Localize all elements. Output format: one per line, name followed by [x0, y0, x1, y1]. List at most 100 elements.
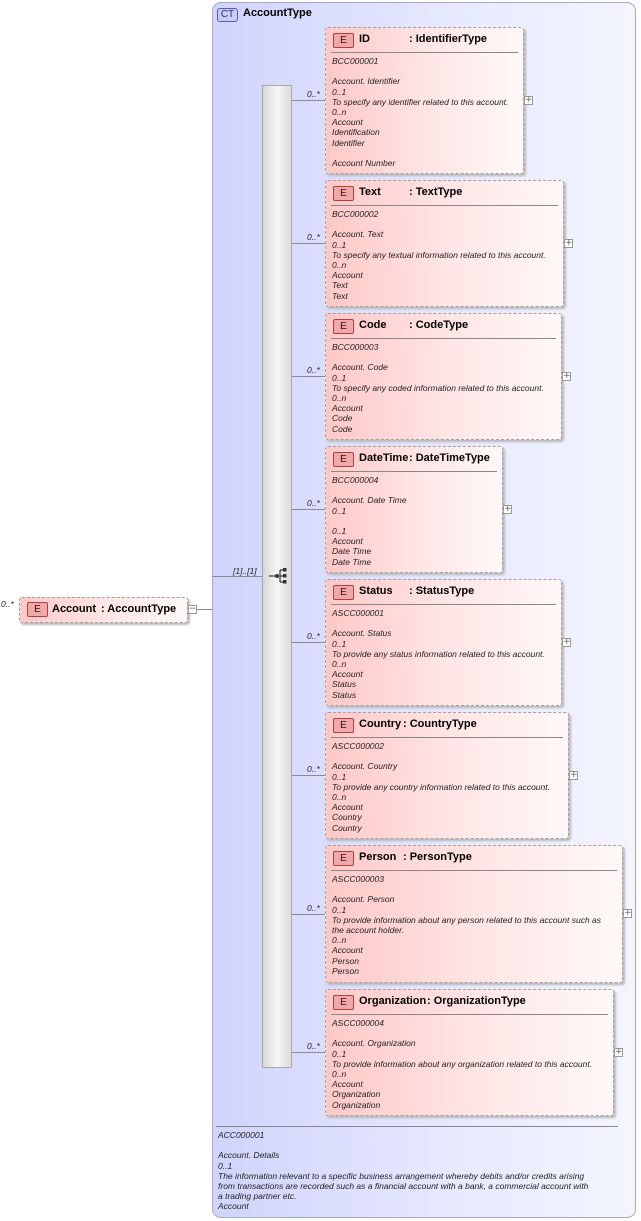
- element-connector: [292, 642, 325, 643]
- doc-line: To specify any identifier related to thi…: [332, 96, 509, 107]
- root-connector: [197, 609, 212, 610]
- doc-line: Identifier: [332, 137, 365, 148]
- expand-icon[interactable]: +: [562, 637, 571, 647]
- element-divider: [331, 737, 563, 738]
- element-connector: [292, 914, 325, 915]
- element-name: Status: [359, 585, 393, 597]
- doc-line: Account. Identifier: [332, 76, 401, 87]
- collapse-icon[interactable]: −: [188, 604, 197, 614]
- element-occurrence: 0..*: [307, 631, 320, 641]
- doc-line: 0..1: [332, 638, 347, 649]
- root-occurrence: 0..*: [1, 599, 14, 609]
- doc-line: Account Number: [332, 158, 396, 168]
- doc-line: Account: [332, 669, 363, 680]
- doc-line: ASCC000001: [332, 608, 384, 618]
- doc-line: [332, 352, 557, 362]
- element-occurrence: 0..*: [307, 365, 320, 375]
- element-type: : DateTimeType: [409, 452, 490, 464]
- expand-icon[interactable]: +: [524, 95, 533, 105]
- element-occurrence: 0..*: [307, 764, 320, 774]
- doc-line: the account holder.: [332, 925, 404, 935]
- element-name: Code: [359, 319, 387, 331]
- doc-line: BCC000001: [332, 56, 379, 66]
- doc-line: BCC000004: [332, 475, 379, 485]
- doc-line: BCC000002: [332, 209, 379, 219]
- element-connector: [292, 243, 325, 244]
- element-connector: [292, 775, 325, 776]
- expand-icon[interactable]: +: [503, 504, 512, 514]
- element-type: : StatusType: [409, 585, 475, 597]
- doc-line: Country: [332, 822, 362, 833]
- root-element-account[interactable]: E Account : AccountType: [19, 597, 188, 623]
- type-doc-line: a trading partner etc.: [218, 1191, 297, 1202]
- doc-line: [332, 1028, 609, 1038]
- doc-line: Account: [332, 536, 363, 547]
- element-badge: E: [333, 718, 354, 733]
- doc-line: Code: [332, 423, 353, 434]
- complex-type-title: AccountType: [243, 7, 312, 19]
- doc-line: 0..1: [332, 372, 347, 383]
- doc-line: 0..1: [332, 86, 347, 97]
- doc-line: 0..1: [332, 904, 347, 915]
- element-name: Country: [359, 718, 402, 730]
- element-occurrence: 0..*: [307, 232, 320, 242]
- doc-line: 0..n: [332, 1069, 347, 1079]
- sequence-occurrence: [1]..[1]: [233, 566, 257, 576]
- element-type: : TextType: [409, 186, 463, 198]
- complex-type-badge: CT: [217, 8, 238, 22]
- doc-line: Account. Date Time: [332, 495, 407, 506]
- type-doc-line: The information relevant to a specific b…: [218, 1170, 585, 1181]
- doc-line: 0..n: [332, 792, 347, 802]
- doc-line: 0..1: [332, 239, 347, 250]
- doc-line: Account. Text: [332, 229, 384, 240]
- doc-line: 0..n: [332, 107, 347, 117]
- expand-icon[interactable]: +: [623, 908, 632, 918]
- expand-icon[interactable]: +: [569, 770, 578, 780]
- element-connector: [292, 376, 325, 377]
- doc-line: To provide any country information relat…: [332, 781, 550, 792]
- element-occurrence: 0..*: [307, 903, 320, 913]
- element-badge: E: [333, 319, 354, 334]
- element-divider: [331, 338, 556, 339]
- doc-line: ASCC000003: [332, 874, 384, 884]
- element-badge: E: [333, 995, 354, 1010]
- type-doc-line: Account. Details: [218, 1150, 280, 1161]
- doc-line: Account. Status: [332, 628, 392, 639]
- sequence-compositor-icon: [269, 568, 287, 584]
- doc-line: Account: [332, 117, 363, 128]
- element-name: DateTime: [359, 452, 409, 464]
- root-element-type: : AccountType: [101, 603, 177, 615]
- expand-icon[interactable]: +: [562, 371, 571, 381]
- doc-line: Person: [332, 965, 359, 976]
- doc-line: Account: [332, 270, 363, 281]
- doc-line: Code: [332, 413, 353, 424]
- element-badge: E: [333, 585, 354, 600]
- element-badge: E: [333, 186, 354, 201]
- doc-line: Text: [332, 290, 348, 301]
- type-doc-divider: [216, 1126, 618, 1127]
- doc-line: Account: [332, 1079, 363, 1090]
- doc-line: Person: [332, 955, 359, 966]
- element-badge: E: [27, 602, 48, 617]
- element-badge: E: [333, 452, 354, 467]
- element-occurrence: 0..*: [307, 498, 320, 508]
- expand-icon[interactable]: +: [564, 238, 573, 248]
- doc-line: [332, 485, 498, 495]
- doc-line: Status: [332, 689, 357, 700]
- expand-icon[interactable]: +: [614, 1047, 623, 1057]
- doc-line: Account. Code: [332, 362, 388, 373]
